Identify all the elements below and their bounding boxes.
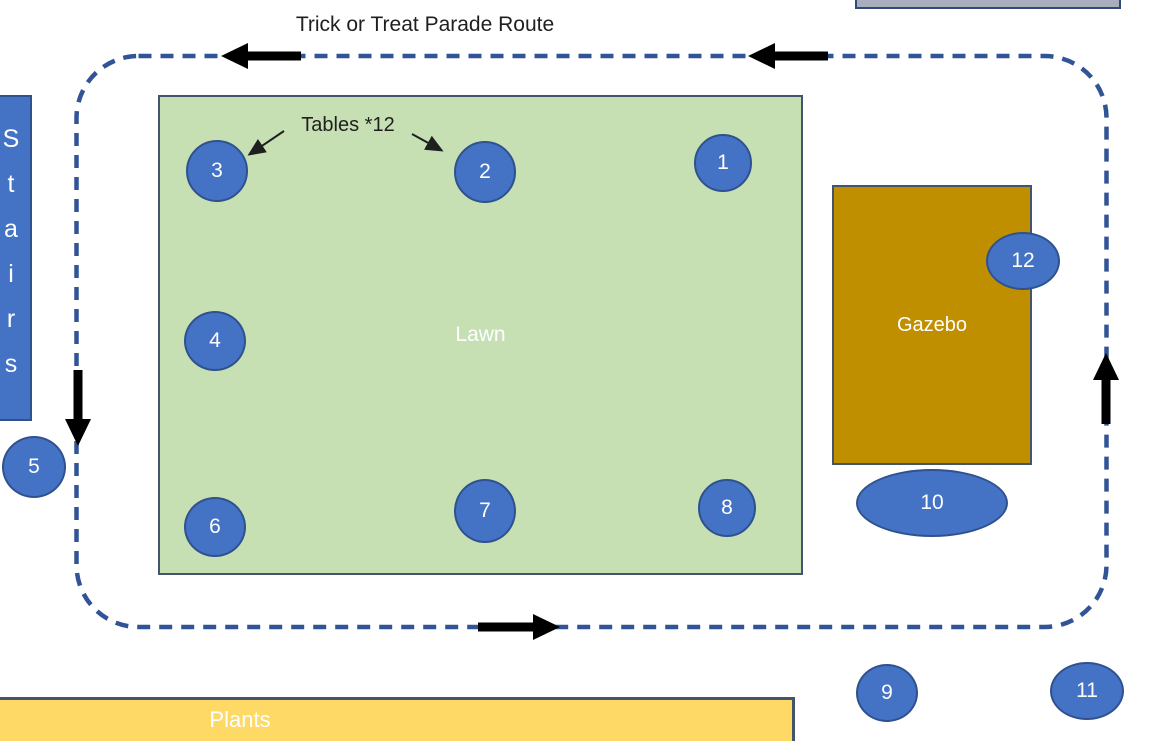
table-marker-7: 7 xyxy=(454,479,516,543)
route-arrow-left-top2-icon xyxy=(748,43,828,69)
table-marker-6: 6 xyxy=(184,497,246,557)
route-arrow-up-right-icon xyxy=(1093,353,1119,424)
table-marker-11: 11 xyxy=(1050,662,1124,720)
route-arrow-right-bottom-icon xyxy=(478,614,560,640)
gazebo-label: Gazebo xyxy=(896,313,968,336)
stairs-letter: i xyxy=(8,260,14,288)
route-arrow-left-top1-icon xyxy=(221,43,301,69)
table-marker-3: 3 xyxy=(186,140,248,202)
top-right-partial-structure xyxy=(855,0,1121,9)
stairs-area: S t a i r s xyxy=(0,95,32,421)
table-marker-5: 5 xyxy=(2,436,66,498)
lawn-label: Lawn xyxy=(455,323,506,346)
page-title: Trick or Treat Parade Route xyxy=(295,13,555,36)
plants-area: Plants xyxy=(0,697,795,741)
table-marker-8: 8 xyxy=(698,479,756,537)
gazebo-area: Gazebo xyxy=(832,185,1032,465)
stairs-letter: r xyxy=(6,305,16,333)
table-marker-4: 4 xyxy=(184,311,246,371)
table-marker-2: 2 xyxy=(454,141,516,203)
tables-annotation-label: Tables *12 xyxy=(301,114,395,136)
table-marker-12: 12 xyxy=(986,232,1060,290)
route-arrow-down-left-icon xyxy=(65,370,91,446)
table-marker-1: 1 xyxy=(694,134,752,192)
stairs-letter: S xyxy=(2,125,20,153)
stairs-letter: a xyxy=(4,215,18,243)
stairs-letter: s xyxy=(4,350,18,378)
stairs-letter: t xyxy=(7,170,15,198)
table-marker-9: 9 xyxy=(856,664,918,722)
table-marker-10: 10 xyxy=(856,469,1008,537)
plants-label: Plants xyxy=(209,707,271,732)
